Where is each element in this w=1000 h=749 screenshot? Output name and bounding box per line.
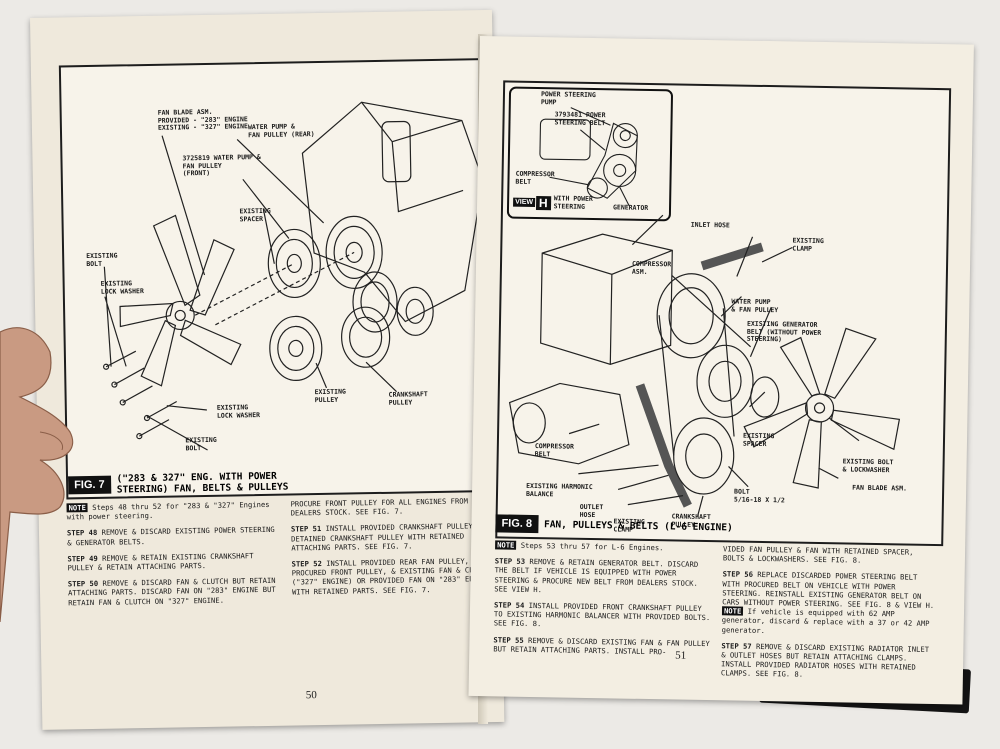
view-h-inset: POWER STEERING PUMP 3793481 POWER STEERI… bbox=[506, 86, 674, 222]
figure-7-frame: FAN BLADE ASM. PROVIDED - "283" ENGINE E… bbox=[58, 57, 499, 500]
step-56: STEP 56 bbox=[722, 569, 754, 580]
right-column-1: NOTE Steps 53 thru 57 for L-6 Engines. S… bbox=[493, 540, 713, 664]
label-compressor-asm: COMPRESSOR ASM. bbox=[631, 259, 672, 276]
figure-7-caption: FIG. 7 ("283 & 327" ENG. WITH POWER STEE… bbox=[68, 470, 289, 498]
label-generator-belt: EXISTING GENERATOR BELT (WITHOUT POWER S… bbox=[746, 319, 822, 344]
right-column-2: VIDED FAN PULLEY & FAN WITH RETAINED SPA… bbox=[721, 544, 939, 688]
figure-8-title: FAN, PULLEYS & BELTS (L-6 ENGINE) bbox=[543, 518, 733, 533]
step-55: STEP 55 bbox=[493, 634, 524, 645]
label-existing-clamp: EXISTING CLAMP bbox=[792, 236, 824, 253]
step-57-text: REMOVE & DISCARD EXISTING RADIATOR INLET… bbox=[720, 641, 930, 680]
page-number-right: 51 bbox=[675, 649, 687, 662]
label-spacer: EXISTING SPACER bbox=[742, 431, 775, 448]
intro-text-right: VIDED FAN PULLEY & FAN WITH RETAINED SPA… bbox=[722, 544, 914, 565]
hand bbox=[0, 327, 74, 622]
label-inlet-hose: INLET HOSE bbox=[690, 220, 730, 230]
step-54: STEP 54 bbox=[493, 600, 525, 610]
step-48-text: REMOVE & DISCARD EXISTING POWER STEERING… bbox=[67, 525, 275, 548]
step-53: STEP 53 bbox=[494, 556, 526, 567]
label-compressor-belt: COMPRESSOR BELT bbox=[534, 442, 575, 458]
right-page: POWER STEERING PUMP 3793481 POWER STEERI… bbox=[468, 36, 974, 705]
left-column-1: NOTE Steps 48 thru 52 for "283 & "327" E… bbox=[66, 500, 283, 615]
caption-line-2: STEERING) FAN, BELTS & PULLEYS bbox=[116, 481, 289, 496]
step-57: STEP 57 bbox=[721, 641, 752, 651]
label-lock-washer: EXISTING LOCK WASHER bbox=[100, 279, 144, 296]
step-52-text: INSTALL PROVIDED REAR FAN PULLEY, PROCUR… bbox=[291, 556, 492, 597]
left-column-2: PROCURE FRONT PULLEY FOR ALL ENGINES FRO… bbox=[290, 496, 497, 603]
page-number-left: 50 bbox=[305, 689, 317, 702]
step-51: STEP 51 bbox=[290, 524, 322, 534]
label-lock-washer-2: EXISTING LOCK WASHER bbox=[216, 403, 261, 420]
power-steering-inset-diagram bbox=[539, 107, 638, 206]
step-52: STEP 52 bbox=[291, 559, 322, 569]
label-fan-blade: FAN BLADE ASM. PROVIDED - "283" ENGINE E… bbox=[157, 107, 249, 132]
left-page: FAN BLADE ASM. PROVIDED - "283" ENGINE E… bbox=[30, 9, 505, 730]
engine-fan-diagram-fig8 bbox=[508, 214, 901, 517]
label-crankshaft-pulley: CRANKSHAFT PULLEY bbox=[388, 390, 428, 407]
step-50-text: REMOVE & DISCARD FAN & CLUTCH BUT RETAIN… bbox=[67, 576, 276, 608]
label-water-pump-front: 3725819 WATER PUMP & FAN PULLEY (FRONT) bbox=[182, 152, 261, 178]
figure-8-frame: POWER STEERING PUMP 3793481 POWER STEERI… bbox=[495, 80, 952, 547]
note-text-right: Steps 53 thru 57 for L-6 Engines. bbox=[520, 540, 664, 553]
step-56-note-tag: NOTE bbox=[721, 606, 744, 616]
step-54-text: INSTALL PROVIDED FRONT CRANKSHAFT PULLEY… bbox=[493, 600, 711, 629]
step-56-note: If vehicle is equipped with 62 AMP gener… bbox=[721, 606, 930, 635]
label-harmonic-balance: EXISTING HARMONIC BALANCE bbox=[525, 481, 593, 498]
engine-fan-diagram-fig7 bbox=[102, 101, 484, 451]
label-bolt-size: BOLT 5/16-18 X 1/2 bbox=[733, 487, 785, 504]
label-pulley: EXISTING PULLEY bbox=[314, 387, 346, 404]
label-fan-blade: FAN BLADE ASM. bbox=[852, 483, 908, 493]
step-53-text: REMOVE & RETAIN GENERATOR BELT. DISCARD … bbox=[494, 557, 699, 594]
label-bolt-2: EXISTING BOLT bbox=[185, 435, 217, 452]
label-water-pump-rear: WATER PUMP & FAN PULLEY (REAR) bbox=[247, 122, 315, 139]
label-bolt-lockwasher: EXISTING BOLT & LOCKWASHER bbox=[842, 457, 894, 474]
label-spacer: EXISTING SPACER bbox=[239, 206, 271, 223]
intro-text: PROCURE FRONT PULLEY FOR ALL ENGINES FRO… bbox=[290, 496, 468, 518]
step-56-text: REPLACE DISCARDED POWER STEERING BELT WI… bbox=[722, 570, 935, 611]
figure-8-tag: FIG. 8 bbox=[495, 514, 539, 534]
step-51-text: INSTALL PROVIDED CRANKSHAFT PULLEY ON DE… bbox=[291, 521, 486, 553]
label-water-pump: WATER PUMP & FAN PULLEY bbox=[731, 297, 779, 314]
label-bolt: EXISTING BOLT bbox=[86, 251, 118, 268]
note-tag-right: NOTE bbox=[495, 540, 517, 550]
note-text: Steps 48 thru 52 for "283 & "327" Engine… bbox=[66, 499, 270, 522]
